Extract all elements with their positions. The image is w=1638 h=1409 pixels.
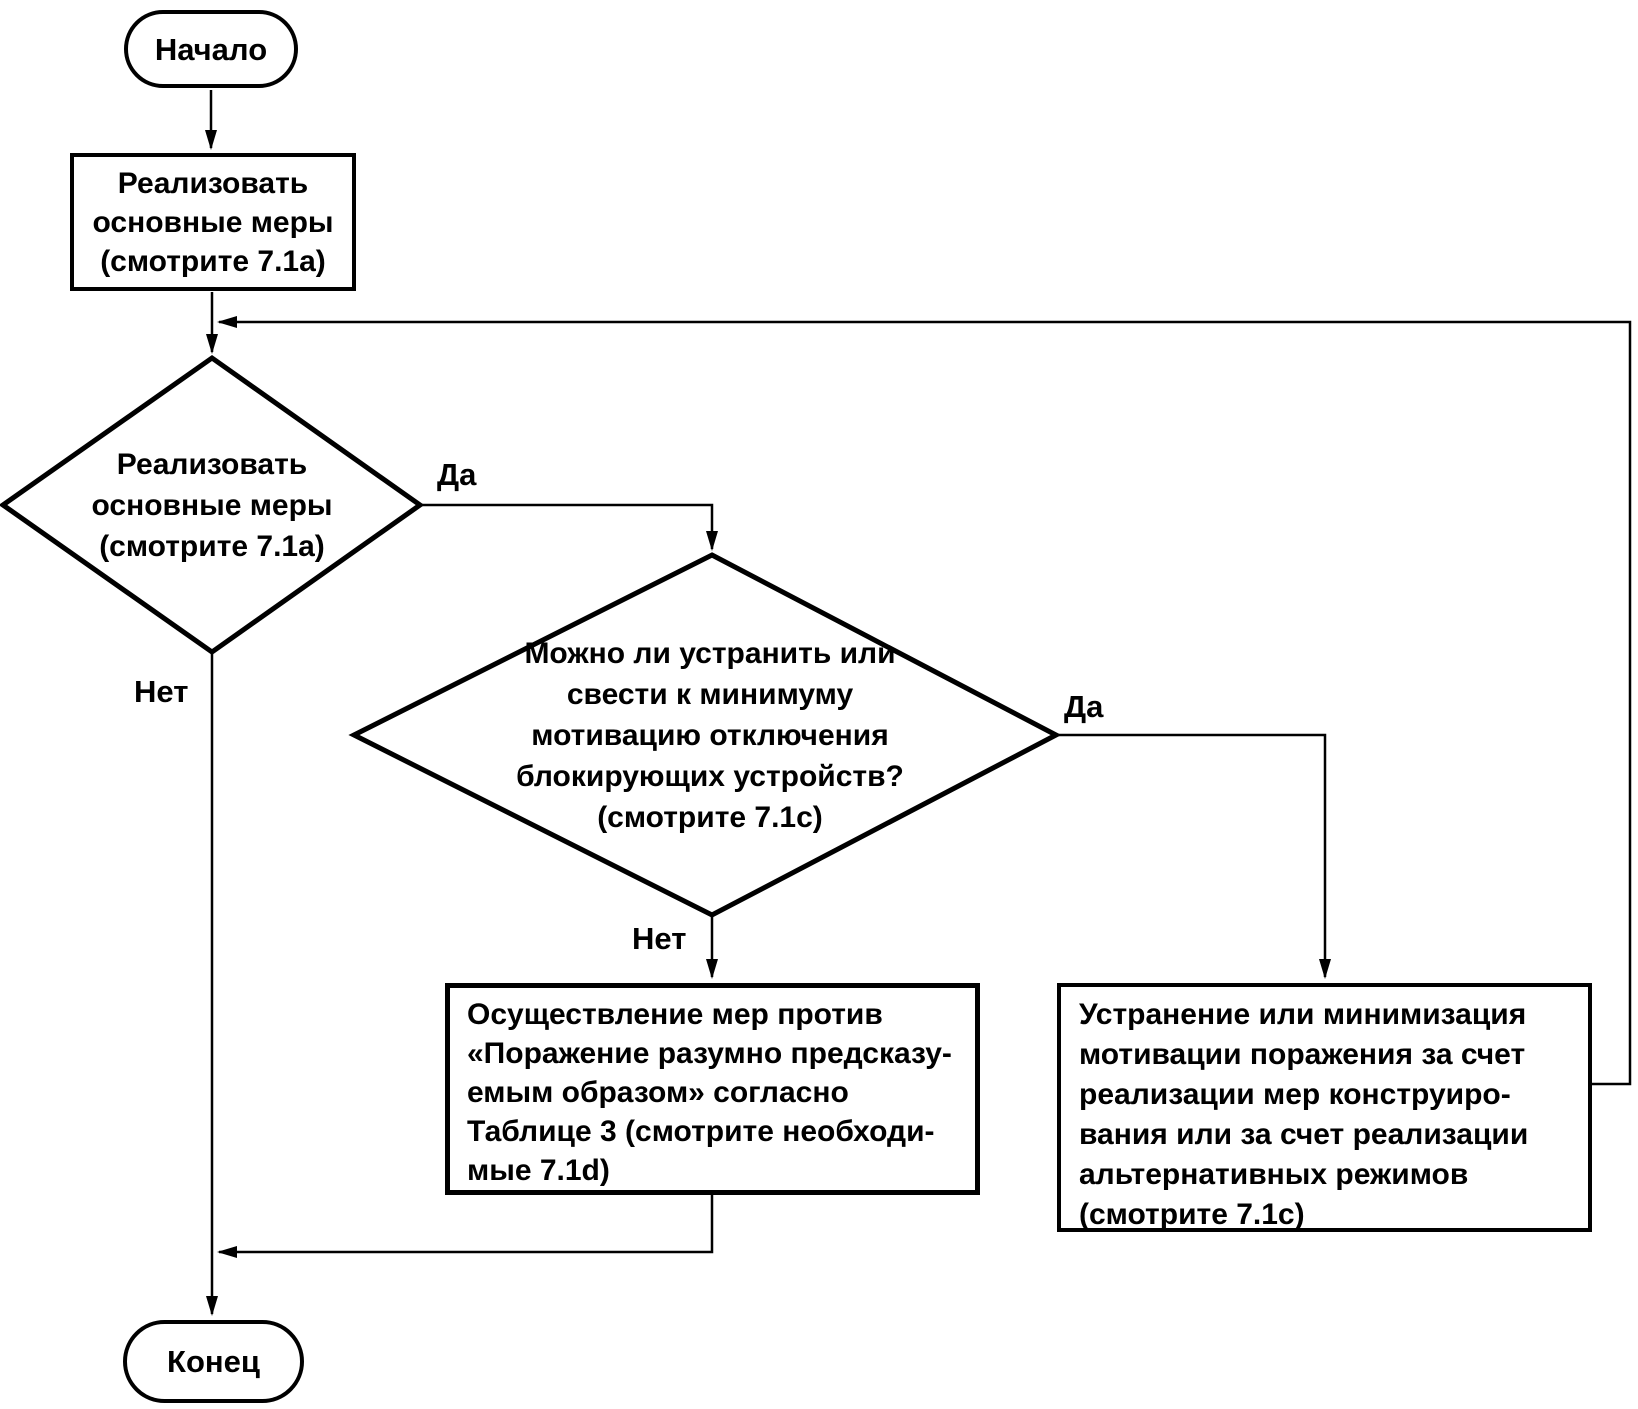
edge-feedback-loop (217, 316, 1632, 1086)
decision-main-diamond (0, 354, 425, 656)
decision-motivation-label: Можно ли устранить или свести к минимуму… (516, 636, 904, 834)
edge-defeat-measures-to-main-line (217, 1195, 714, 1258)
start-terminator: Начало (124, 10, 298, 88)
decision-main-no-label: Нет (134, 674, 189, 709)
process-main-box: Реализовать основные меры (смотрите 7.1a… (70, 153, 356, 291)
decision-motivation-no-label: Нет (632, 921, 687, 956)
decision-motivation-yes-label: Да (1064, 689, 1104, 724)
decision-main-label: Реализовать основные меры (смотрите 7.1a… (91, 447, 333, 563)
end-terminator: Конец (123, 1320, 304, 1403)
process-defeat-measures-box: Осуществление мер против «Поражение разу… (445, 983, 980, 1195)
edge-decision-motivation-yes (1056, 733, 1331, 979)
process-elimination-box: Устранение или минимизация мотивации пор… (1057, 983, 1592, 1232)
edge-decision-main-yes (420, 503, 718, 551)
decision-main-yes-label: Да (437, 457, 477, 492)
decision-motivation-diamond (348, 552, 1062, 918)
